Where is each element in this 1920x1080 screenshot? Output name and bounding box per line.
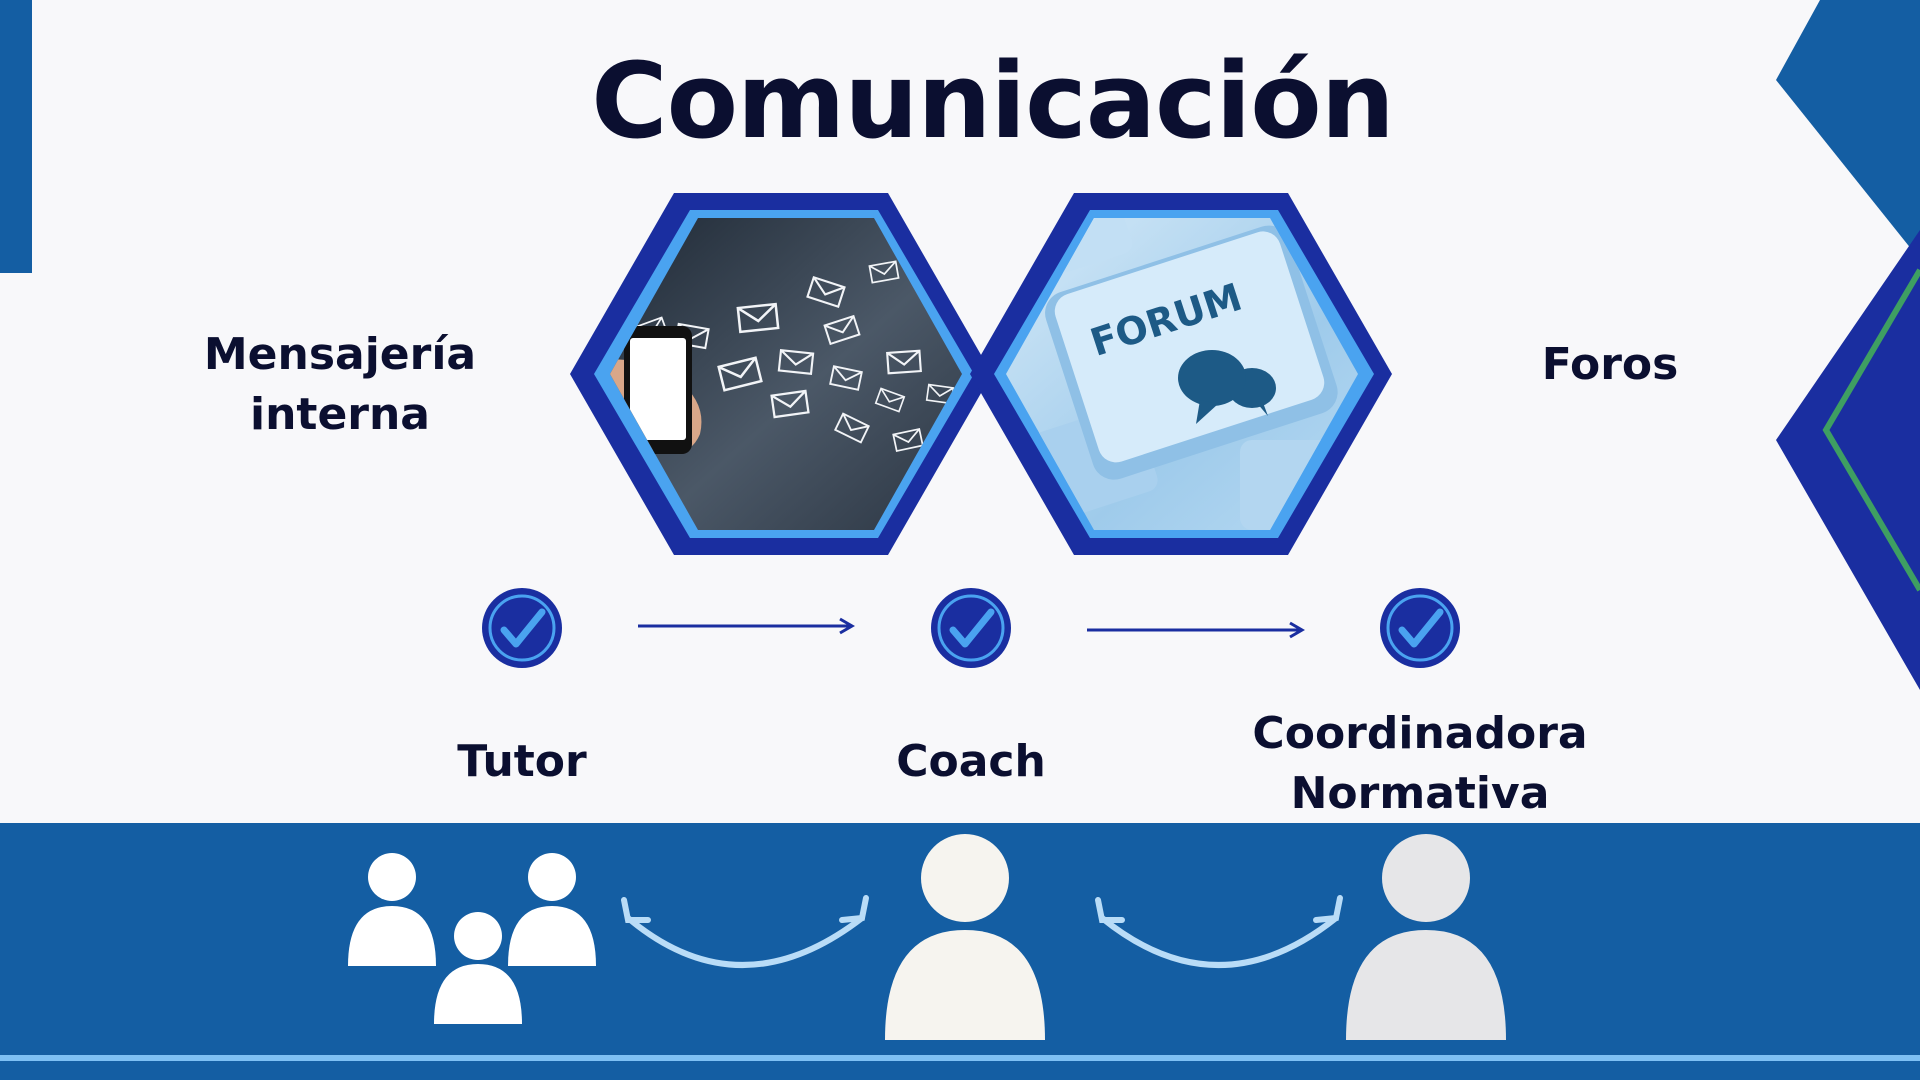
forum-hexagon: FORUM xyxy=(970,193,1392,555)
role-label-coach: Coach xyxy=(896,736,1046,787)
arrow-right-icon xyxy=(638,617,855,635)
check-circle-icon xyxy=(482,588,562,668)
check-circle-icon xyxy=(931,588,1011,668)
left-accent-bar xyxy=(0,0,32,273)
group-people-icon xyxy=(348,853,596,1024)
speech-bubbles-icon xyxy=(1178,350,1276,424)
check-circle-icon xyxy=(1380,588,1460,668)
messaging-hexagon xyxy=(570,193,992,555)
envelopes-phone-image xyxy=(610,218,962,530)
page-title: Comunicación xyxy=(591,40,1394,162)
coordinator-person-icon xyxy=(1346,834,1506,1040)
forums-label: Foros xyxy=(1541,339,1679,390)
role-label-coordinator: Coordinadora Normativa xyxy=(1252,708,1588,819)
bottom-accent-line xyxy=(0,1055,1920,1061)
coach-person-icon xyxy=(885,834,1045,1040)
timeline xyxy=(482,588,1460,668)
bidirectional-arrow-icon xyxy=(1095,895,1343,968)
role-label-tutor: Tutor xyxy=(457,736,587,787)
arrow-right-icon xyxy=(1087,621,1305,639)
internal-messaging-label: Mensajería interna xyxy=(203,329,477,440)
bidirectional-arrow-icon xyxy=(621,895,869,968)
